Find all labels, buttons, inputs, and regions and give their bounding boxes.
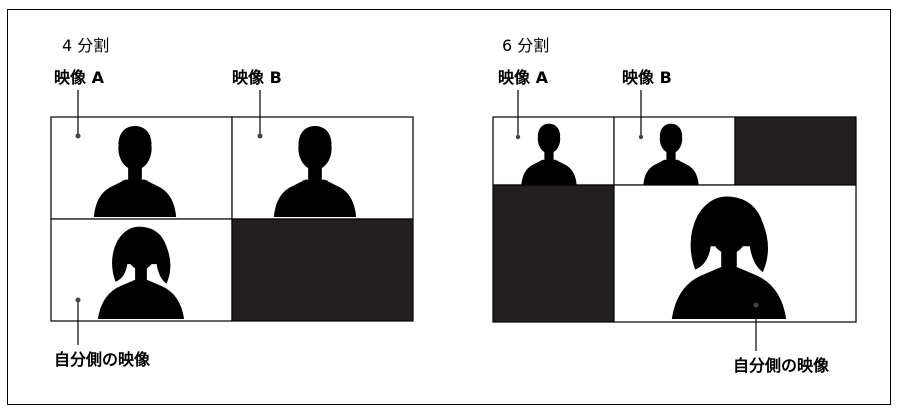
six-pane-blank-left: [492, 184, 615, 323]
four-split-diagram: [50, 90, 414, 345]
four-split-label-self: 自分側の映像: [54, 350, 151, 369]
four-split-title: 4 分割: [62, 36, 110, 55]
six-pane-blank-top: [734, 116, 857, 186]
six-split-title: 6 分割: [502, 36, 550, 55]
four-split-label-b: 映像 B: [232, 68, 282, 87]
six-split-label-b: 映像 B: [622, 68, 672, 87]
six-split-label-self: 自分側の映像: [733, 356, 830, 375]
six-split-diagram: [492, 90, 857, 351]
four-split-label-a: 映像 A: [54, 68, 104, 87]
four-pane-blank: [231, 218, 414, 322]
six-split-label-a: 映像 A: [498, 68, 548, 87]
figure-frame: [7, 9, 891, 405]
